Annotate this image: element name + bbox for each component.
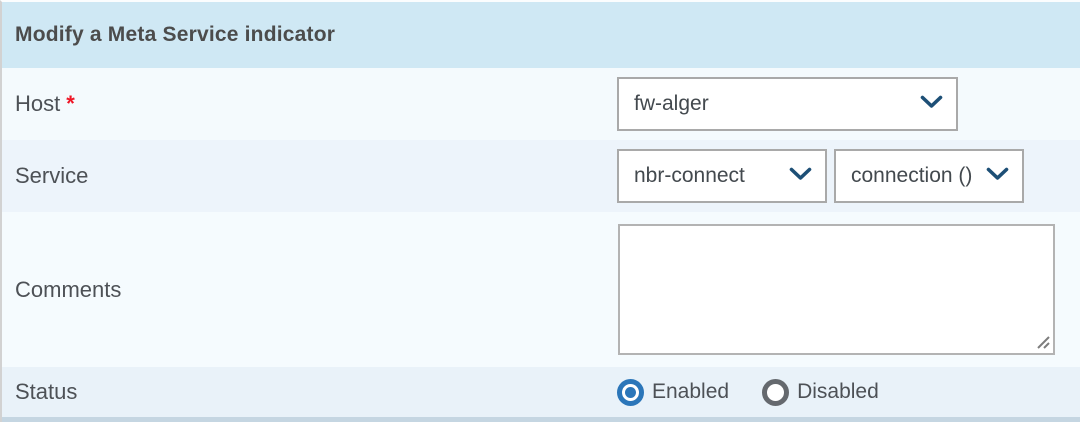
host-select[interactable]: fw-alger — [617, 77, 958, 131]
radio-disabled-label: Disabled — [797, 380, 879, 403]
metric-select-value: connection () — [851, 164, 973, 187]
radio-disabled-icon[interactable] — [762, 378, 790, 406]
host-label: Host — [15, 91, 61, 116]
service-select-value: nbr-connect — [634, 164, 745, 187]
bottom-border-strip — [2, 417, 1080, 422]
service-label: Service — [15, 163, 89, 188]
radio-enabled-icon[interactable] — [617, 378, 644, 406]
status-option-enabled[interactable]: Enabled — [617, 378, 730, 406]
host-select-value: fw-alger — [634, 92, 709, 115]
comments-row: Comments — [2, 212, 1080, 367]
chevron-down-icon — [920, 95, 943, 114]
status-label: Status — [15, 379, 78, 404]
status-radio-group: Enabled Disabled — [617, 367, 879, 417]
comments-label: Comments — [15, 276, 122, 302]
chevron-down-icon — [789, 167, 812, 186]
service-select[interactable]: nbr-connect — [617, 149, 827, 203]
chevron-down-icon — [986, 167, 1009, 186]
radio-enabled-label: Enabled — [652, 380, 730, 403]
required-asterisk: * — [66, 91, 75, 116]
status-option-disabled[interactable]: Disabled — [762, 378, 879, 406]
service-row: Service nbr-connect connection () — [2, 140, 1080, 212]
status-row: Status Enabled Disabled — [2, 367, 1080, 417]
form-header: Modify a Meta Service indicator — [2, 2, 1080, 68]
page-title: Modify a Meta Service indicator — [15, 23, 336, 46]
comments-textarea[interactable] — [618, 224, 1055, 355]
metric-select[interactable]: connection () — [834, 149, 1024, 203]
host-row: Host * fw-alger — [2, 68, 1080, 140]
